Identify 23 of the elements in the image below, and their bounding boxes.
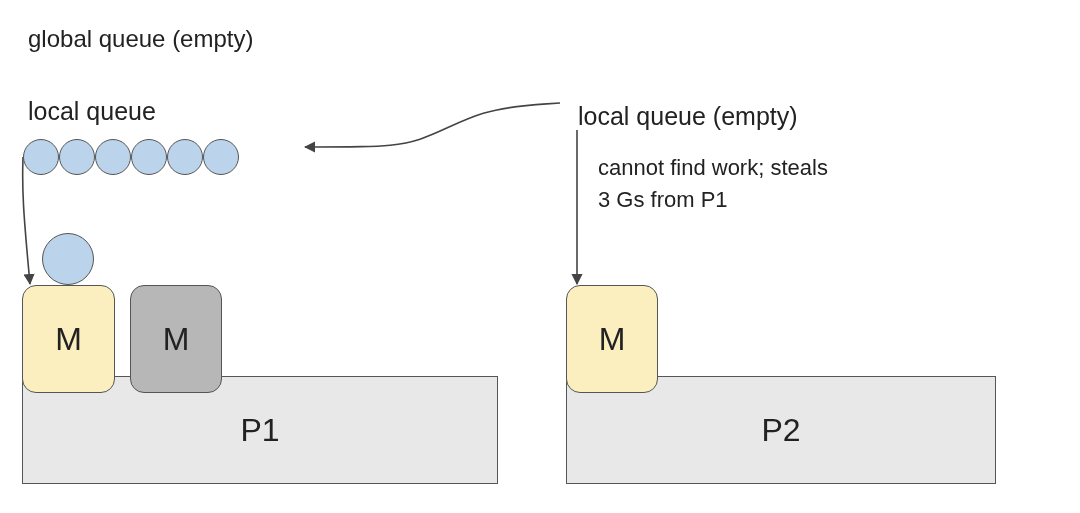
goroutine-circle [59, 139, 95, 175]
node-text: local queue (empty) [578, 101, 798, 131]
goroutine-circle [42, 233, 94, 285]
node-text: M [598, 320, 626, 358]
node-text: M [55, 320, 82, 358]
goroutine-circle [131, 139, 167, 175]
goroutine-circle [95, 139, 131, 175]
node-text: M [162, 320, 190, 358]
arrow [303, 102, 561, 153]
processor-bar [566, 376, 996, 484]
machine-box [130, 285, 222, 393]
node-text: P1 [240, 411, 280, 449]
processor-bar [22, 376, 498, 484]
arrow [21, 156, 35, 286]
arrow [571, 129, 583, 286]
goroutine-circle [167, 139, 203, 175]
machine-box [22, 285, 115, 393]
goroutine-circle [23, 139, 59, 175]
node-text: P2 [761, 411, 801, 449]
machine-box [566, 285, 658, 393]
heading-text: local queue [28, 97, 156, 126]
goroutine-circle [203, 139, 239, 175]
heading-text: global queue (empty) [28, 25, 254, 53]
